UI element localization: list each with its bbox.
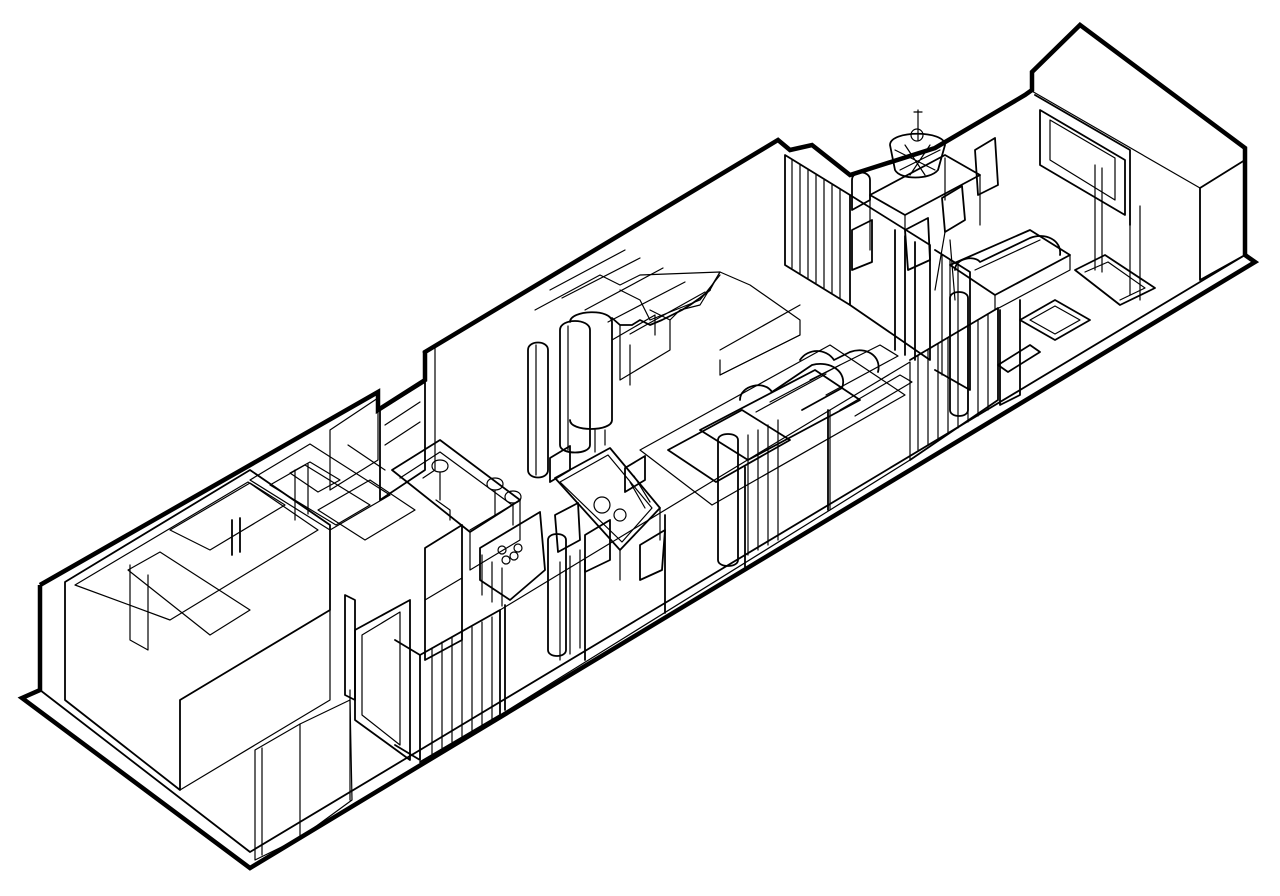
- bathroom-block: [64, 397, 416, 861]
- living-area: [639, 344, 913, 506]
- staircase: [534, 249, 801, 386]
- back-lounge: [949, 89, 1246, 373]
- center-slat-divider: [784, 154, 971, 391]
- dining-area: [549, 429, 666, 581]
- terrace-dining: [851, 109, 999, 301]
- building-outline: [17, 22, 1260, 871]
- front-slat-screens: [344, 291, 1021, 763]
- kitchen: [379, 381, 546, 661]
